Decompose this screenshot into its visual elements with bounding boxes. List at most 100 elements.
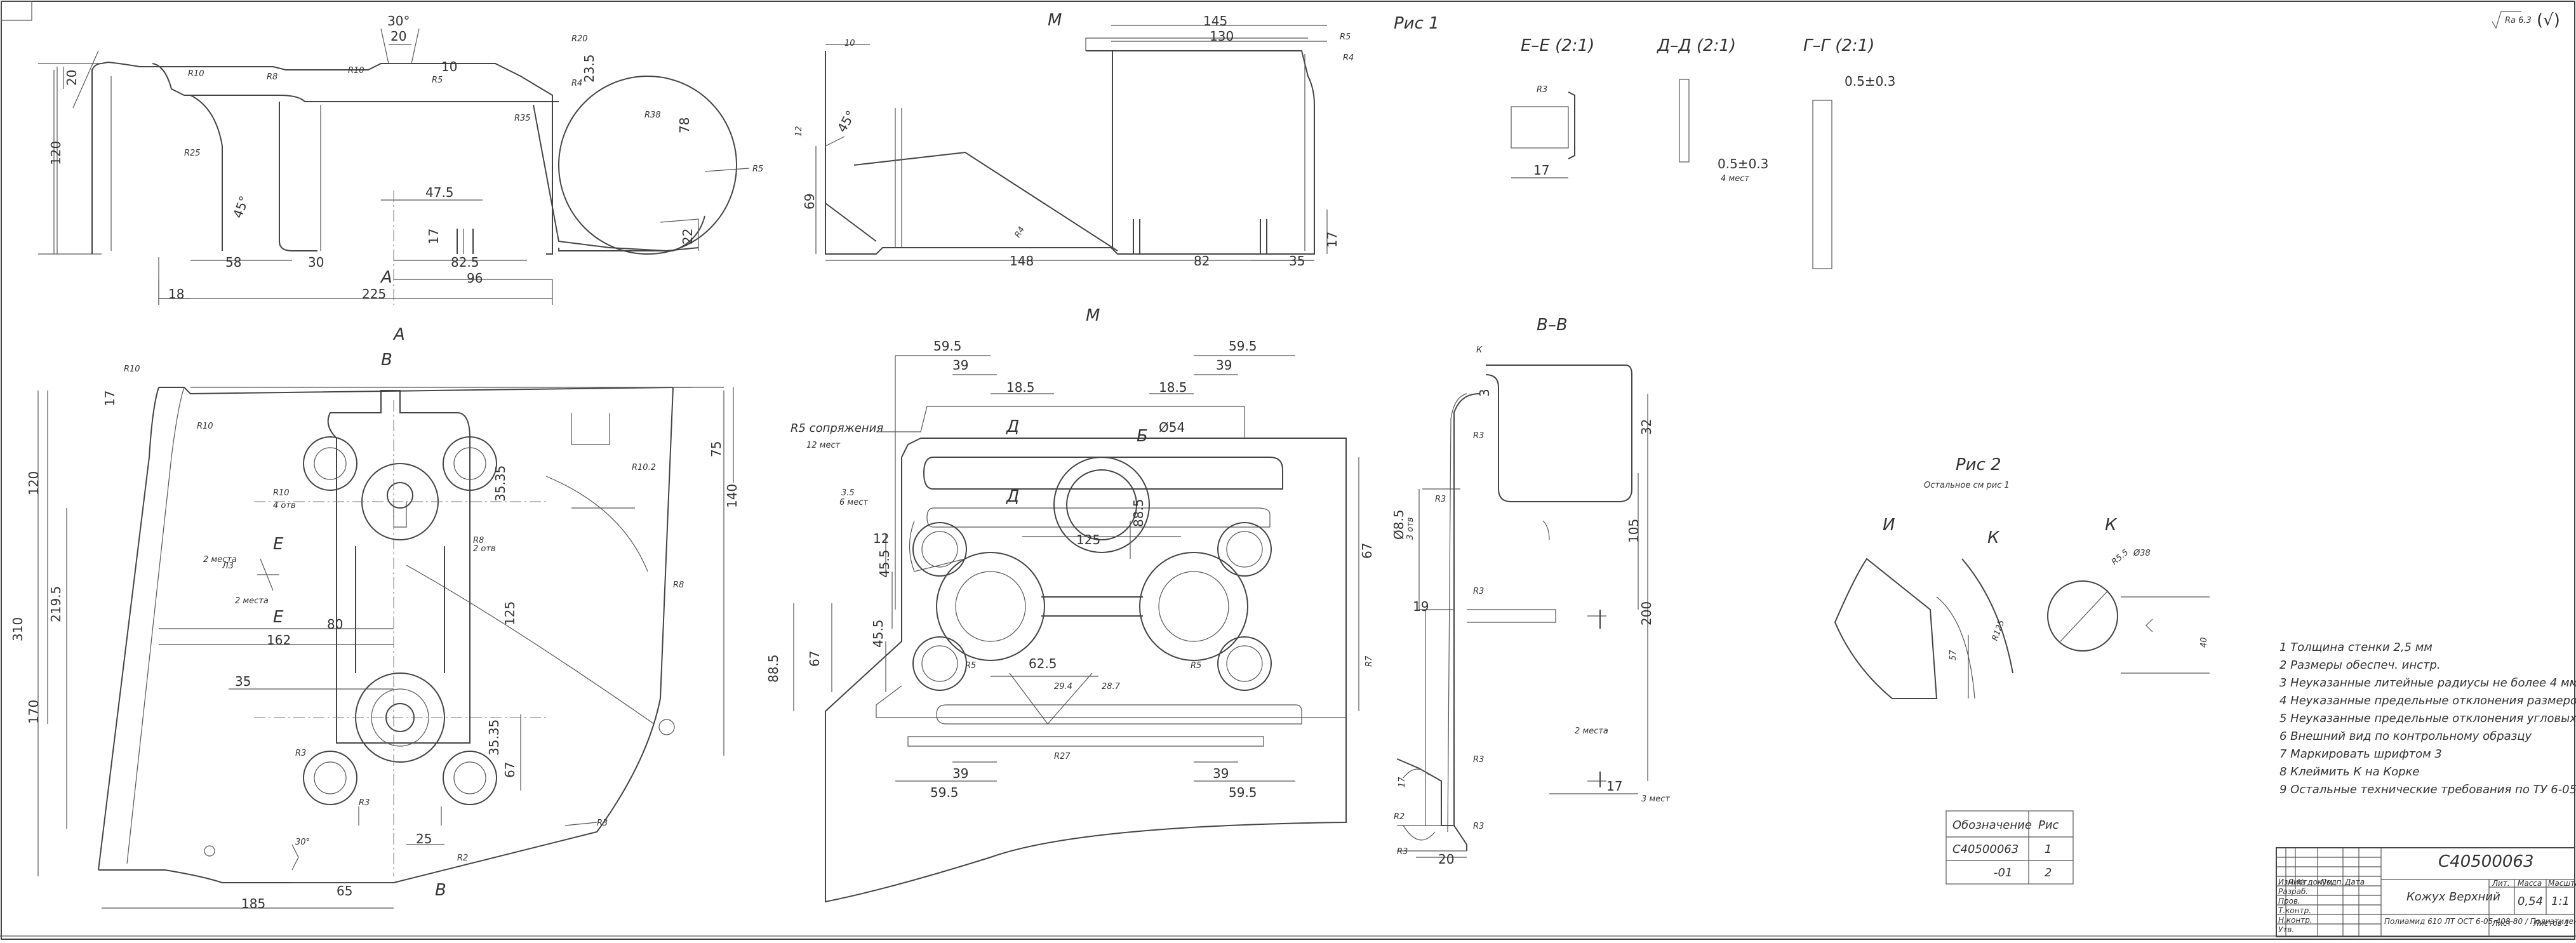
dim-label: 39 — [952, 358, 968, 373]
dim-label: 200 — [1639, 601, 1654, 625]
dim-label: R3 — [1397, 847, 1408, 857]
dim-label: 19 — [1413, 599, 1429, 614]
dim-label: 20 — [1438, 852, 1454, 867]
dim-label: R8 — [267, 72, 277, 82]
note-line: 3 Неуказанные литейные радиусы не более … — [2279, 676, 2576, 690]
dim-label: R7 — [1365, 655, 1374, 667]
table-cell: 1 — [2045, 843, 2052, 856]
section-label-d2: Д — [1006, 487, 1019, 506]
tb-field: Лист — [2287, 878, 2307, 886]
dim-label: 6 мест — [839, 498, 868, 507]
dim-label: 80 — [327, 617, 343, 632]
dim-label: 2 отв — [473, 544, 496, 554]
view-label-ris2: Рис 2 — [1956, 455, 2001, 474]
dim-label: 25 — [416, 831, 432, 846]
corner-stamp — [1, 1, 32, 21]
dim-label: R8 — [673, 580, 684, 590]
dim-label: 35 — [235, 674, 251, 689]
dim-label: R10 — [197, 422, 213, 431]
dim-label: Л3 — [222, 561, 234, 571]
dim-label: 29.4 — [1054, 682, 1072, 692]
dim-label: 310 — [10, 617, 25, 641]
tb-field: Н.контр. — [2278, 916, 2312, 925]
note-line: 9 Остальные технические требования по ТУ… — [2279, 783, 2576, 796]
dim-label: R38 — [644, 110, 661, 120]
dim-label: 170 — [26, 700, 41, 724]
dim-label: R5 — [1340, 32, 1351, 42]
dim-label: 10 — [441, 59, 457, 74]
material: Полиамид 610 ЛТ ОСТ 6-05-408-80 / Полиэт… — [2384, 917, 2576, 926]
dim-label: 67 — [502, 762, 517, 778]
view-label-i: И — [1883, 516, 1895, 535]
dim-label: 30° — [387, 13, 410, 29]
view-label-gg: Г–Г (2:1) — [1803, 36, 1874, 55]
dim-label: 18.5 — [1159, 380, 1187, 395]
dim-label: 120 — [48, 141, 63, 165]
dim-label: 0.5±0.3 — [1845, 74, 1895, 89]
dim-label: 17 — [1533, 163, 1549, 178]
dim-label: 18 — [168, 286, 184, 302]
dim-label: 35.35 — [486, 719, 502, 756]
dim-label: 82.5 — [451, 255, 479, 270]
dim-label: 3 — [1477, 389, 1492, 397]
view-label-ris1: Рис 1 — [1394, 14, 1439, 33]
dim-label: 219.5 — [48, 586, 63, 622]
view-label-b: В — [381, 351, 392, 370]
view-section-vv: В–В К 3 32 R3 R3 Ø8.5 3 отв 105 R3 200 1… — [1391, 316, 1670, 867]
dim-label: R4 — [571, 79, 582, 88]
dim-label: 45.5 — [871, 619, 886, 648]
variants-table: Обозначение Рис С40500063 1 -01 2 — [1945, 810, 2074, 885]
dim-label: 10 — [844, 39, 855, 48]
tb-field: Утв. — [2278, 925, 2294, 934]
dim-label: 3 отв — [1406, 517, 1415, 540]
dim-label: 0.5±0.3 — [1718, 156, 1768, 171]
dim-label: Ø8.5 — [1391, 509, 1406, 540]
dim-label: R25 — [184, 149, 201, 158]
dim-label: 35 — [1289, 253, 1305, 269]
dim-label: 69 — [802, 194, 817, 210]
dim-label: 2 места — [1575, 726, 1608, 736]
dim-label: 20 — [390, 29, 406, 44]
roughness-value: Ra 6.3 — [2505, 16, 2532, 25]
dim-label: R3 — [597, 819, 608, 828]
dim-label: 130 — [1210, 29, 1234, 44]
tb-field: Масса — [2518, 879, 2542, 888]
dim-label: 28.7 — [1102, 682, 1121, 692]
table-cell: 2 — [2045, 866, 2052, 879]
view-label-b-bottom: В — [435, 881, 446, 900]
dim-label: R10 — [124, 364, 140, 374]
table-cell: -01 — [1994, 866, 2012, 879]
dim-label: 30° — [295, 838, 310, 847]
dim-label: 40 — [2199, 637, 2209, 648]
table-cell: С40500063 — [1952, 843, 2019, 856]
section-label-e1: Е — [273, 535, 284, 554]
dim-label: R3 — [1473, 822, 1484, 831]
dim-label: 39 — [1213, 766, 1229, 781]
dim-label: R5 — [965, 661, 976, 671]
dim-label: 59.5 — [930, 785, 959, 800]
dim-label: R8 — [473, 536, 484, 545]
dim-label: 65 — [337, 883, 352, 899]
dim-label: R5 — [752, 164, 763, 174]
dim-label: 18.5 — [1006, 380, 1035, 395]
dim-label: 45° — [834, 108, 859, 135]
dim-label: 58 — [225, 255, 241, 270]
note-line: 5 Неуказанные предельные отклонения угло… — [2279, 712, 2576, 725]
tb-field: Лит. — [2492, 879, 2510, 888]
dim-label: 39 — [1216, 358, 1232, 373]
dim-label: 59.5 — [1229, 785, 1257, 800]
dim-label: 2 места — [203, 555, 237, 565]
dim-label: 82 — [1194, 253, 1210, 269]
section-label-d1: Д — [1006, 417, 1019, 436]
note-line: 7 Маркировать шрифтом 3 — [2279, 747, 2442, 761]
view-label-vv: В–В — [1537, 316, 1568, 335]
dim-label: R2 — [457, 853, 468, 863]
dim-label: 17 — [426, 229, 441, 244]
tb-field: Пров. — [2278, 897, 2300, 906]
dim-label: R10 — [188, 69, 204, 79]
part-name: Кожух Верхний — [2406, 890, 2500, 904]
dim-label: R3 — [295, 749, 306, 758]
tb-field: Масштаб — [2548, 879, 2576, 888]
view-label-ee: Е–Е (2:1) — [1521, 36, 1594, 55]
dim-label: R10 — [273, 488, 290, 498]
